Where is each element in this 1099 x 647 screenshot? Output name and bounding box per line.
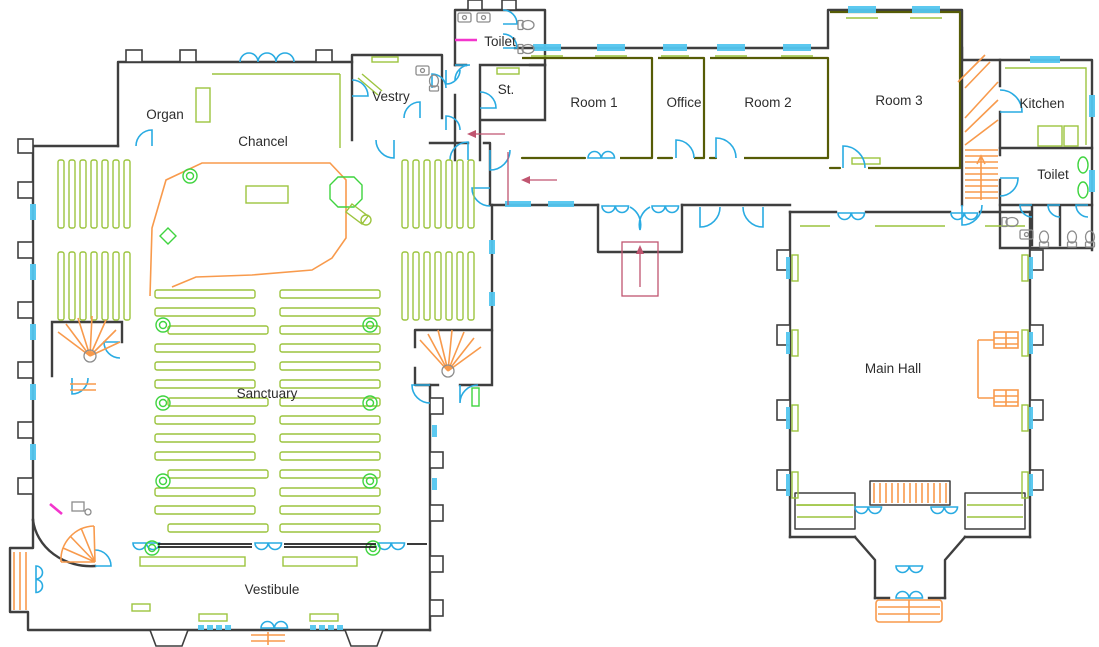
label-sanctuary: Sanctuary bbox=[237, 386, 298, 401]
label-room-2: Room 2 bbox=[744, 95, 791, 110]
chancel-furniture bbox=[149, 73, 383, 297]
label-kitchen: Kitchen bbox=[1019, 96, 1064, 111]
doors bbox=[35, 9, 1089, 629]
windows bbox=[30, 6, 1095, 630]
vestibule-screen bbox=[131, 543, 427, 622]
accent-marks bbox=[49, 38, 477, 515]
transept-pews bbox=[57, 159, 475, 321]
label-room-3: Room 3 bbox=[875, 93, 922, 108]
label-office: Office bbox=[666, 95, 701, 110]
room-labels: Organ Chancel Vestry Toilet St. Room 1 O… bbox=[146, 34, 1069, 597]
label-vestry: Vestry bbox=[372, 89, 410, 104]
buttresses bbox=[17, 0, 1044, 647]
sanctuary-pews bbox=[144, 289, 381, 556]
stairs bbox=[13, 54, 1019, 645]
label-store: St. bbox=[498, 82, 515, 97]
room-partition-walls bbox=[520, 10, 962, 170]
window-sills bbox=[371, 17, 1029, 499]
label-toilet-right: Toilet bbox=[1037, 167, 1069, 182]
label-main-hall: Main Hall bbox=[865, 361, 921, 376]
label-chancel: Chancel bbox=[238, 134, 288, 149]
label-vestibule: Vestibule bbox=[245, 582, 300, 597]
label-toilet-top: Toilet bbox=[484, 34, 516, 49]
label-room-1: Room 1 bbox=[570, 95, 617, 110]
route-arrows bbox=[467, 130, 659, 297]
label-organ: Organ bbox=[146, 107, 184, 122]
sanitary-fixtures bbox=[71, 12, 1096, 518]
